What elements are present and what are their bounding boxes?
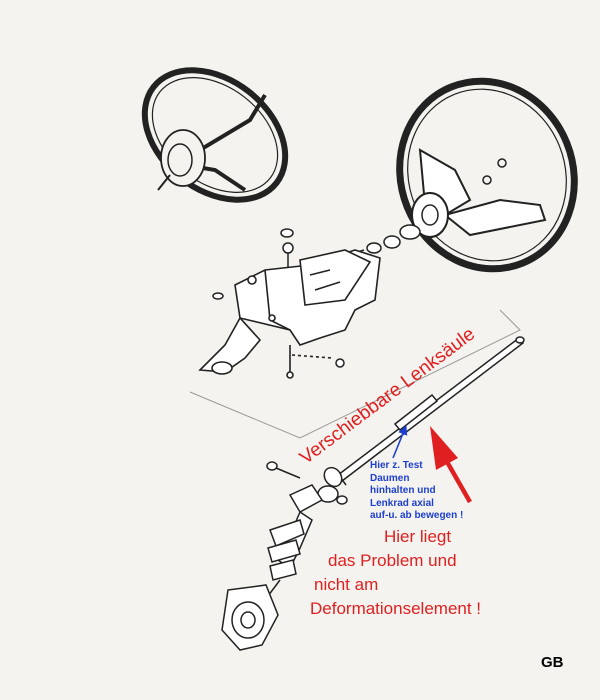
test-instruction-line: Daumen <box>370 472 410 484</box>
test-instruction-line: Lenkrad axial <box>370 497 434 509</box>
steering-wheel-right <box>396 77 578 273</box>
lower-shaft-assembly <box>221 461 348 651</box>
test-instruction-note: Hier z. Test Daumen hinhalten und Lenkra… <box>370 460 463 523</box>
problem-note-line: Deformationselement ! <box>310 599 482 618</box>
column-housing <box>198 249 381 379</box>
author-initials: GB <box>541 654 564 671</box>
red-pointer-arrow <box>430 426 472 504</box>
problem-note-line: nicht am <box>314 575 379 594</box>
steering-wheel-left <box>141 67 289 203</box>
fastener-parts <box>212 224 421 368</box>
blue-pointer-arrow <box>392 425 408 459</box>
base-plate-outline <box>189 309 521 439</box>
test-instruction-line: hinhalten und <box>370 485 436 496</box>
problem-note-line: Hier liegt <box>384 527 452 546</box>
problem-location-note: Hier liegt das Problem und nicht am Defo… <box>310 525 481 621</box>
test-instruction-line: auf-u. ab bewegen ! <box>370 510 464 521</box>
problem-note-line: das Problem und <box>328 551 457 570</box>
test-instruction-line: Hier z. Test <box>370 460 423 471</box>
